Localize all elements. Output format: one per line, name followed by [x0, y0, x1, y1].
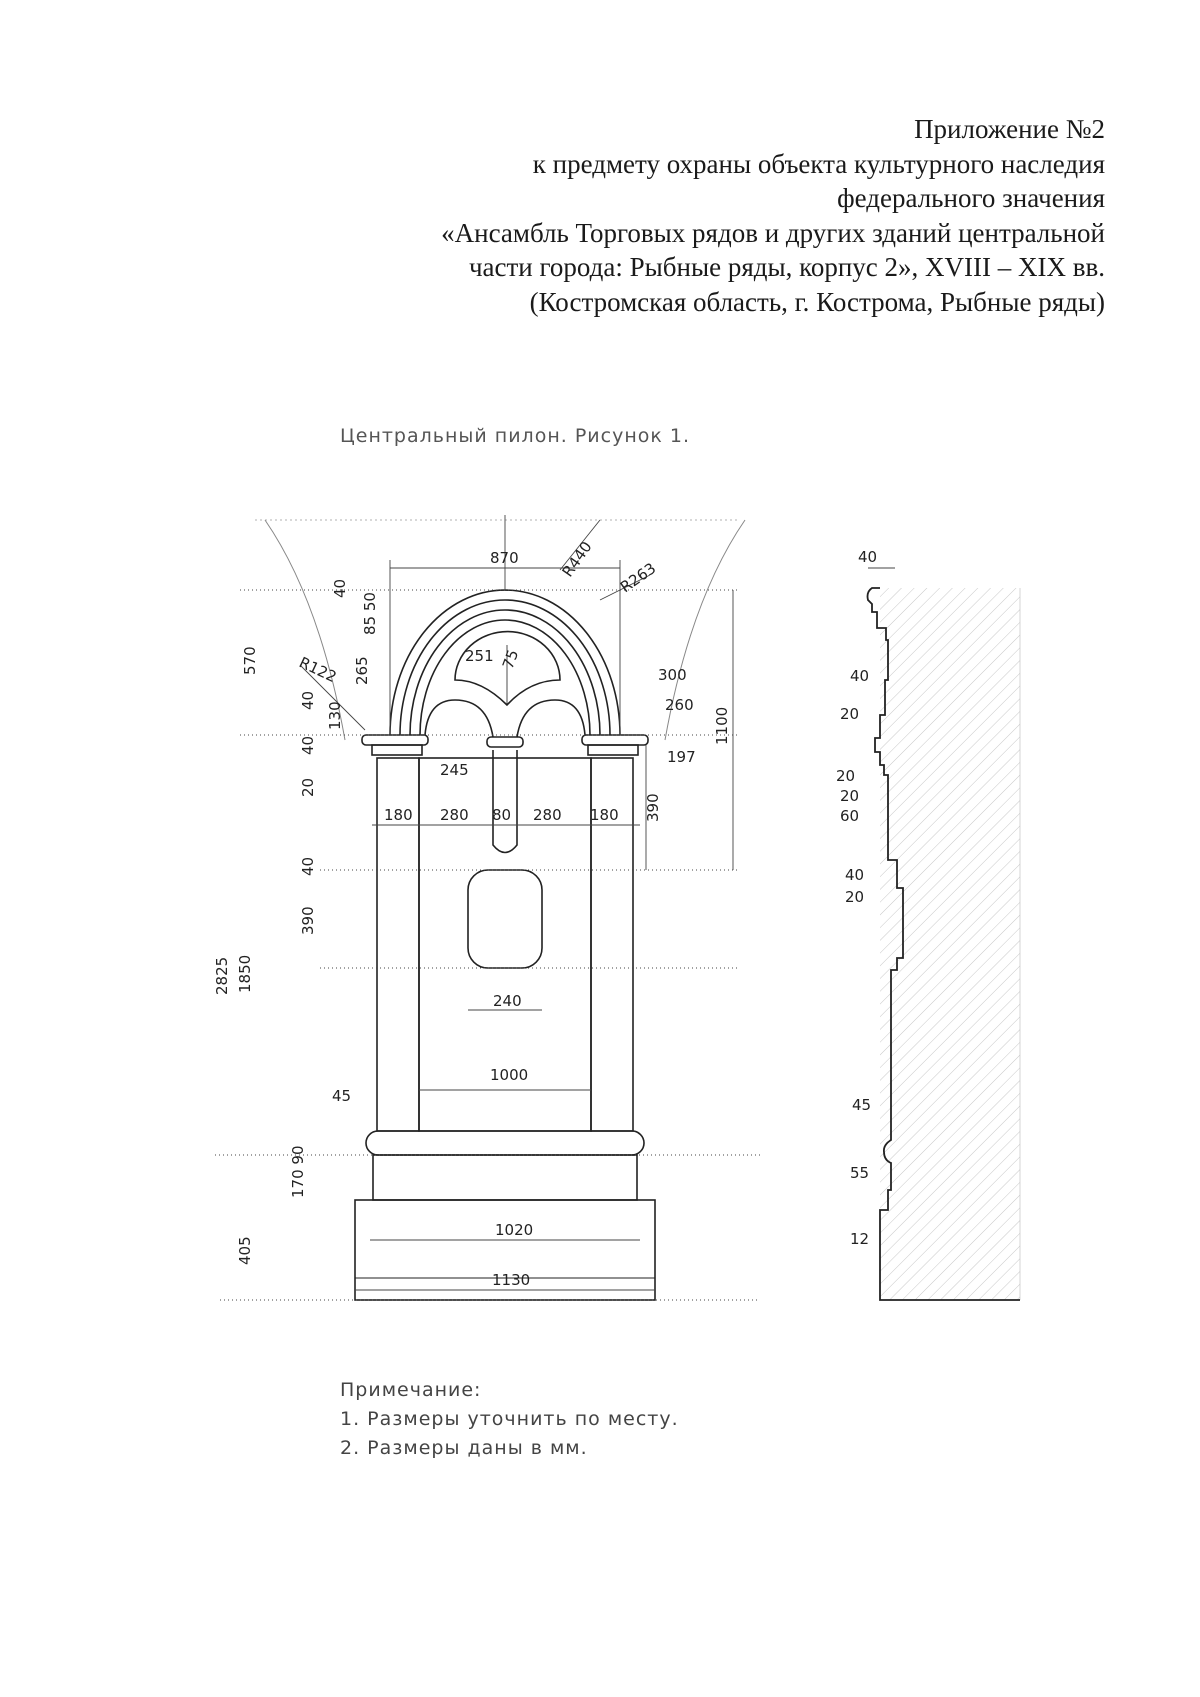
dim-label: 75	[499, 647, 522, 671]
dim-label: 45	[332, 1087, 351, 1105]
dim-label: 40	[331, 579, 349, 598]
dim-label: 40	[845, 866, 864, 884]
dim-label: 1850	[236, 955, 254, 993]
dim-label: 20	[845, 888, 864, 906]
front-elevation	[255, 519, 746, 1301]
dim-label: 870	[490, 549, 519, 567]
dim-label: 197	[667, 748, 696, 766]
dim-label: 60	[840, 807, 859, 825]
small-arch-left	[424, 699, 494, 738]
dim-label: 170 90	[289, 1146, 307, 1199]
section-labels: 40 40 20 20 20 60 40 20 45 55 12	[836, 548, 877, 1248]
dim-label: 40	[299, 691, 317, 710]
header-line: федерального значения	[837, 183, 1105, 213]
dim-label: 1000	[490, 1066, 528, 1084]
dim-label: 80	[492, 806, 511, 824]
small-arch-right	[516, 699, 586, 738]
dimension-labels: 870 R440 R263 R122 40 85 50 570 265 251 …	[213, 538, 731, 1289]
dim-label: 20	[299, 778, 317, 797]
side-section	[866, 567, 1021, 1301]
dim-label: 280	[440, 806, 469, 824]
dim-label: 1130	[492, 1271, 530, 1289]
dim-label: 20	[836, 767, 855, 785]
dim-label: 265	[353, 656, 371, 685]
dim-label: 20	[840, 705, 859, 723]
torus-molding	[365, 1130, 645, 1156]
dim-label: 40	[858, 548, 877, 566]
dim-label: R122	[296, 653, 339, 686]
figure-caption: Центральный пилон. Рисунок 1.	[340, 425, 691, 447]
dim-label: 1100	[713, 707, 731, 745]
arch-rosette	[454, 630, 561, 707]
dim-label: 2825	[213, 957, 231, 995]
capital-right	[581, 734, 649, 746]
capital-center	[486, 736, 524, 748]
lower-base	[372, 1154, 638, 1201]
window-opening	[467, 869, 543, 969]
dim-label: 85 50	[361, 592, 379, 635]
central-pendant	[492, 750, 518, 854]
header-line: Приложение №2	[914, 114, 1105, 144]
dim-label: 1020	[495, 1221, 533, 1239]
dim-label: 300	[658, 666, 687, 684]
dim-label: 245	[440, 761, 469, 779]
dim-label: 40	[850, 667, 869, 685]
dim-label: 40	[299, 736, 317, 755]
document-header: Приложение №2 к предмету охраны объекта …	[345, 112, 1105, 319]
dim-label: 130	[326, 701, 344, 730]
dim-label: 405	[236, 1236, 254, 1265]
header-line: к предмету охраны объекта культурного на…	[532, 148, 1105, 179]
dim-label: 180	[384, 806, 413, 824]
dim-label: 55	[850, 1164, 869, 1182]
dim-label: 260	[665, 696, 694, 714]
notes-title: Примечание:	[340, 1379, 482, 1401]
dim-label: 251	[465, 647, 494, 665]
dim-label: 40	[299, 857, 317, 876]
note-item: 2. Размеры даны в мм.	[340, 1437, 588, 1459]
capital-left	[361, 734, 429, 746]
dim-label: R440	[559, 538, 596, 580]
dim-label: 570	[241, 646, 259, 675]
dim-label: 240	[493, 992, 522, 1010]
header-line: (Костромская область, г. Кострома, Рыбны…	[529, 286, 1105, 317]
note-item: 1. Размеры уточнить по месту.	[340, 1408, 679, 1430]
dim-label: R263	[617, 559, 659, 596]
dim-label: 280	[533, 806, 562, 824]
dim-label: 12	[850, 1230, 869, 1248]
header-line: части города: Рыбные ряды, корпус 2», XV…	[468, 252, 1105, 282]
dim-label: 390	[299, 906, 317, 935]
notes-block: Примечание: 1. Размеры уточнить по месту…	[340, 1376, 679, 1463]
inner-panel	[418, 757, 592, 1132]
dim-label: 390	[644, 793, 662, 822]
dim-label: 45	[852, 1096, 871, 1114]
header-line: «Ансамбль Торговых рядов и других зданий…	[441, 217, 1105, 248]
section-profile	[866, 587, 1020, 1301]
dimension-lines	[215, 515, 760, 1301]
dim-label: 180	[590, 806, 619, 824]
dim-label: 20	[840, 787, 859, 805]
